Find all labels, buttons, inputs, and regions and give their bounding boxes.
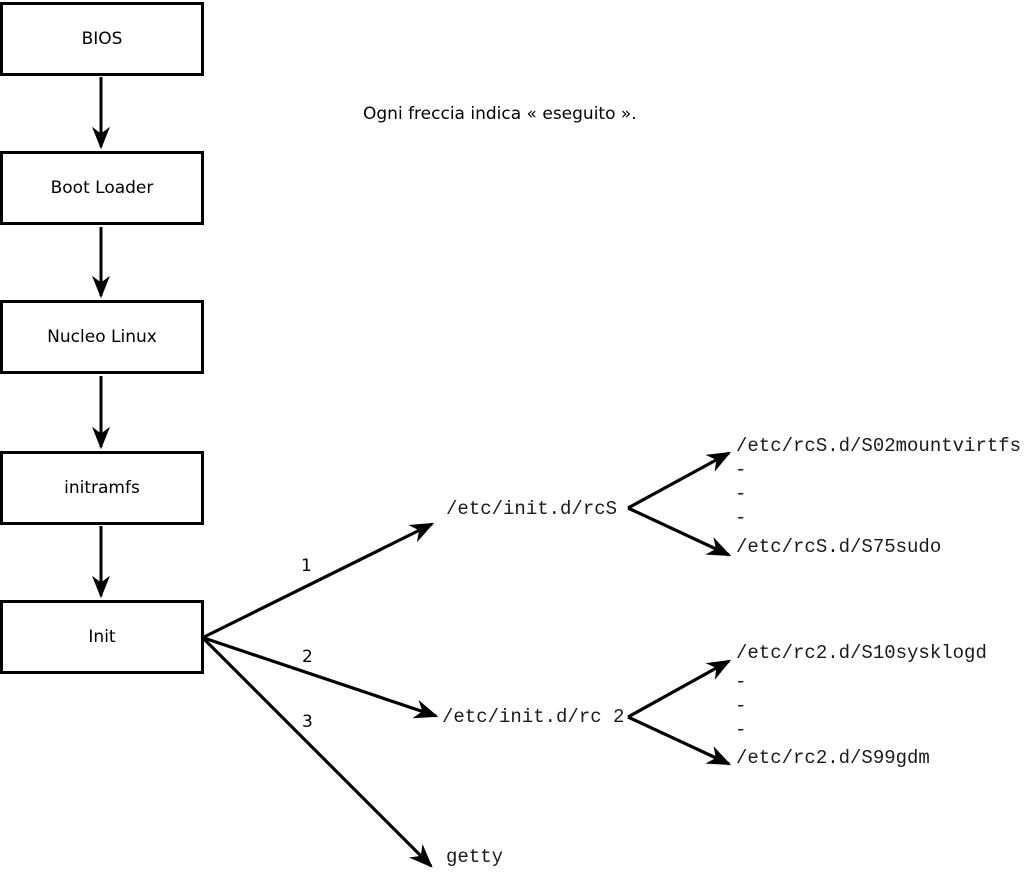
box-boot-loader: Boot Loader (0, 151, 204, 225)
path-rcSd-last-script: /etc/rcS.d/S75sudo (736, 536, 942, 558)
box-bios-label: BIOS (81, 29, 123, 49)
branch-number-2: 2 (302, 647, 313, 667)
box-nucleo-linux-label: Nucleo Linux (47, 327, 157, 347)
box-initramfs: initramfs (0, 451, 204, 525)
rc2d-ellipsis-dash-1: - (735, 671, 747, 693)
box-init-label: Init (88, 627, 116, 647)
rcSd-ellipsis-dash-2: - (735, 483, 747, 505)
arrow-init-to-rc2 (203, 636, 439, 719)
arrow-rc2-to-first-script (627, 659, 732, 719)
rcSd-ellipsis-dash-1: - (735, 459, 747, 481)
branch-number-3: 3 (302, 712, 313, 732)
path-rc2d-last-script: /etc/rc2.d/S99gdm (736, 747, 930, 769)
box-initramfs-label: initramfs (64, 478, 140, 498)
arrow-rc2-to-last-script (627, 715, 732, 766)
box-init: Init (0, 600, 204, 674)
path-etc-init-d-rcS: /etc/init.d/rcS (446, 498, 618, 520)
path-rc2d-first-script: /etc/rc2.d/S10sysklogd (736, 642, 987, 664)
box-nucleo-linux: Nucleo Linux (0, 300, 204, 374)
arrow-rcS-to-first-script (627, 451, 732, 510)
rc2d-ellipsis-dash-3: - (735, 719, 747, 741)
arrow-rcS-to-last-script (627, 506, 732, 557)
rcSd-ellipsis-dash-3: - (735, 507, 747, 529)
path-rcSd-first-script: /etc/rcS.d/S02mountvirtfs (736, 435, 1022, 457)
branch-number-1: 1 (301, 556, 312, 576)
path-etc-init-d-rc2: /etc/init.d/rc 2 (442, 706, 625, 728)
box-bios: BIOS (0, 2, 204, 76)
path-getty: getty (446, 846, 504, 868)
rc2d-ellipsis-dash-2: - (735, 695, 747, 717)
box-boot-loader-label: Boot Loader (50, 178, 154, 198)
arrow-init-to-getty (202, 637, 433, 868)
diagram-caption: Ogni freccia indica « eseguito ». (363, 104, 637, 124)
arrow-init-to-rcS (203, 522, 435, 639)
